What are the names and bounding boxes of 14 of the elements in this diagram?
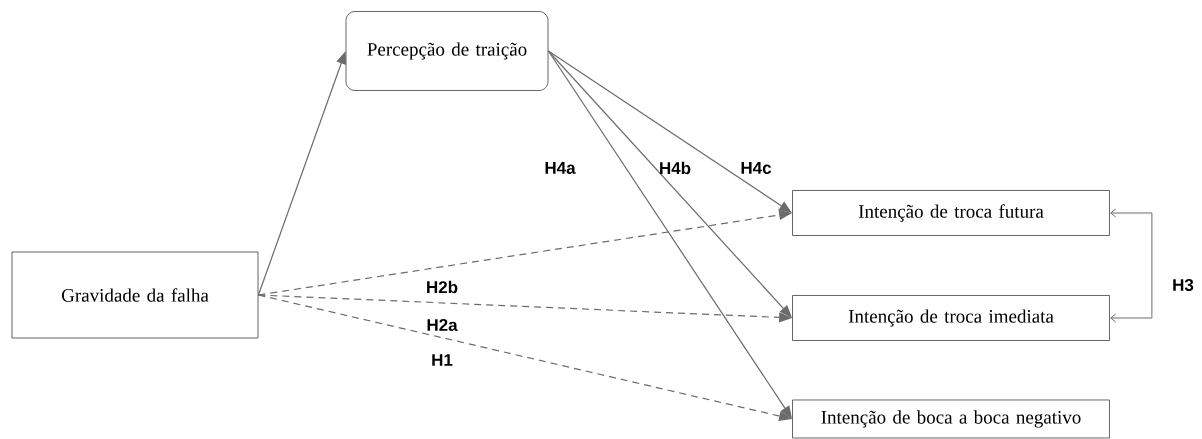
edge-label: H4b bbox=[660, 161, 691, 175]
arrow bbox=[1110, 208, 1153, 323]
edge-label: H1 bbox=[432, 354, 453, 366]
edge-label: H2a bbox=[427, 318, 458, 331]
edge-label: H4c bbox=[741, 162, 772, 174]
process-box: Gravidade da falha bbox=[11, 251, 259, 339]
edge-label: H3 bbox=[1173, 278, 1194, 291]
edge-label: H4a bbox=[545, 162, 576, 174]
process-box: Intenção de boca a boca negativo bbox=[792, 399, 1110, 439]
edge-label: H2b bbox=[427, 280, 458, 294]
rounded-box: Percepção de traição bbox=[345, 11, 549, 91]
process-box: Intenção de troca futura bbox=[792, 190, 1110, 236]
arrow bbox=[257, 51, 347, 296]
process-box: Intenção de troca imediata bbox=[792, 295, 1110, 341]
